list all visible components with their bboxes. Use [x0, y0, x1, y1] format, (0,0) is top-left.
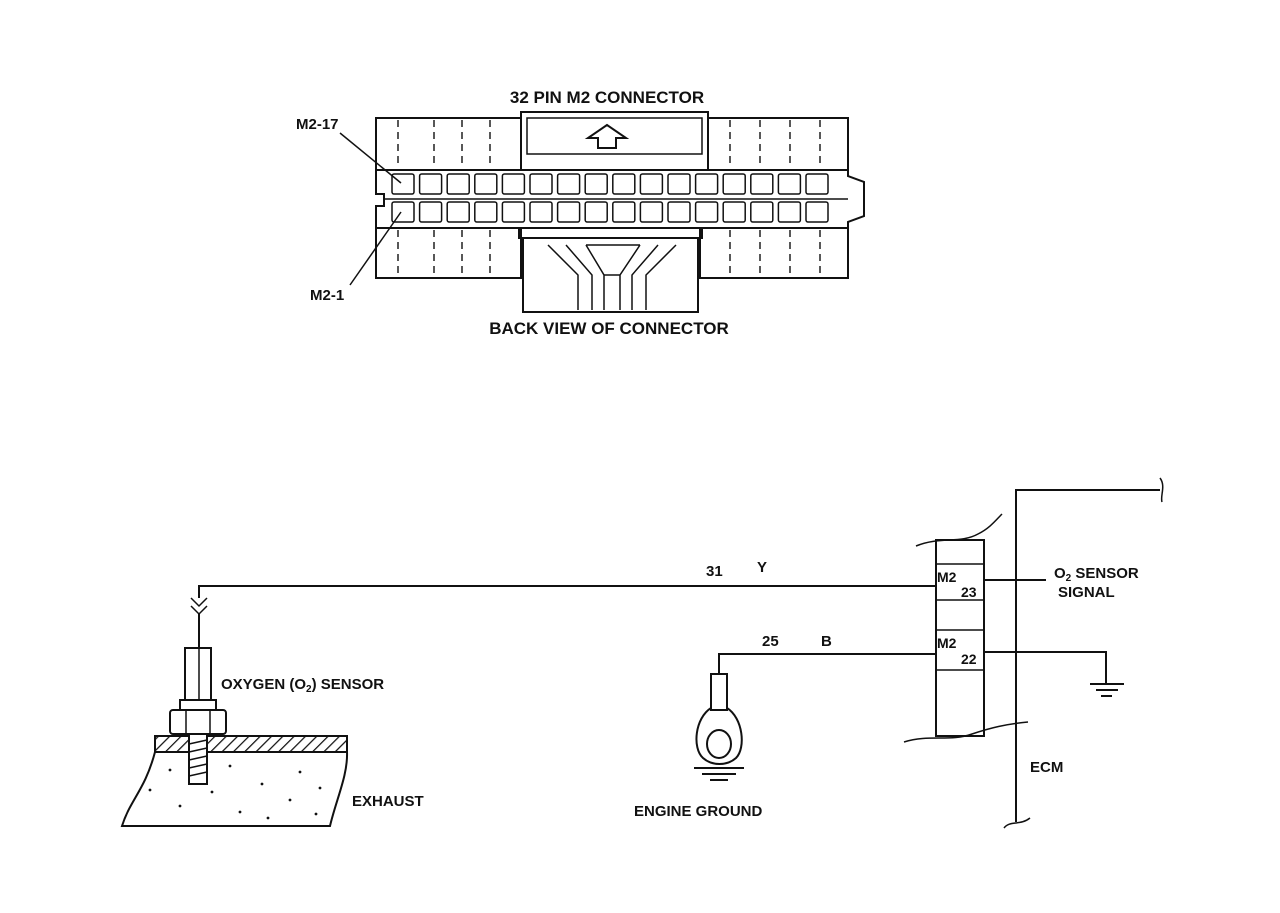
pin-cavity: [639, 173, 664, 195]
wire-boot: [522, 237, 699, 313]
m2-connector: 32 PIN M2 CONNECTOR M2-17 M2-1 BACK VIEW…: [296, 88, 865, 338]
signal-wire: [198, 585, 936, 598]
pin-cavity: [584, 173, 608, 195]
exhaust-pipe: [120, 735, 349, 827]
pin-cavity: [805, 201, 829, 223]
ground-wire-color: B: [821, 633, 832, 650]
pin-cavity: [722, 201, 746, 223]
wire-guides: [547, 244, 677, 310]
up-arrow-icon: [584, 123, 630, 149]
pin-cavity: [667, 173, 691, 195]
pin-cavity: [805, 173, 829, 195]
pin-cavity: [750, 173, 774, 195]
ecm-label: ECM: [1030, 759, 1063, 776]
pin-cavity: [418, 201, 443, 223]
pin-cavity: [474, 173, 498, 195]
pin-cavity: [391, 173, 415, 195]
lower-right-housing: [699, 227, 849, 279]
ecm-boundary: [1015, 489, 1160, 822]
ground-wire: [718, 653, 936, 674]
ecm-break-bottom: [1003, 817, 1031, 829]
pin-1-leader: [349, 211, 402, 286]
pin-cavity: [584, 201, 608, 223]
pigtail-connector-icon: [190, 597, 208, 616]
pin-cavity: [418, 173, 443, 195]
boot-collar: [518, 227, 703, 239]
pin-cavity: [694, 173, 719, 195]
pin-cavity: [501, 201, 526, 223]
ecm-connector-block: [903, 513, 1029, 743]
pin-cavity: [446, 173, 470, 195]
pin-cavity: [777, 201, 802, 223]
connector-caption: BACK VIEW OF CONNECTOR: [489, 319, 729, 338]
lower-left-housing: [375, 227, 522, 279]
pin-cavity: [750, 201, 774, 223]
ground-pin-connector: M2: [937, 635, 957, 651]
signal-label-line2: SIGNAL: [1058, 584, 1115, 601]
pin-cavity: [556, 173, 581, 195]
pin-cavity: [474, 201, 498, 223]
sensor-label: OXYGEN (O2) SENSOR: [221, 676, 384, 695]
pin-cavity: [529, 173, 553, 195]
o2-sensor-circuit: 31 Y OXYGEN (O2) SENSOR EXHAUST 25 B: [120, 477, 1164, 829]
pin-cavity: [529, 201, 553, 223]
pin-cavity: [556, 201, 581, 223]
pin-cavity: [612, 201, 636, 223]
latch-top: [520, 111, 709, 171]
exhaust-label: EXHAUST: [352, 793, 424, 810]
upper-right-housing: [707, 117, 849, 171]
pin-cavity: [667, 201, 691, 223]
ecm-ground-icon: [1090, 683, 1124, 697]
housing-detail-lines: [397, 120, 821, 276]
connector-title: 32 PIN M2 CONNECTOR: [510, 88, 704, 107]
oxygen-sensor-icon: [169, 647, 227, 785]
pin-cavity: [391, 201, 415, 223]
pin-1-label: M2-1: [310, 287, 344, 304]
pin-cavities: [391, 173, 829, 223]
signal-label-line1: O2 SENSOR: [1054, 565, 1139, 584]
ground-pin-number: 22: [961, 651, 977, 667]
signal-pin-number: 23: [961, 584, 977, 600]
pin-cavity: [612, 173, 636, 195]
ground-internal-line: [984, 651, 1107, 684]
ground-label: ENGINE GROUND: [634, 803, 763, 820]
latch-top-inner: [526, 117, 703, 155]
pin-cavity: [694, 201, 719, 223]
ecm-break-top: [1159, 477, 1164, 503]
signal-wire-circuit: 31: [706, 563, 723, 580]
ring-terminal-ground-icon: [694, 673, 744, 781]
signal-pin-connector: M2: [937, 569, 957, 585]
pin-cavity: [722, 173, 746, 195]
pin-cavity: [501, 173, 526, 195]
pin-17-label: M2-17: [296, 116, 339, 133]
pin-cavity: [777, 173, 802, 195]
pin-17-leader: [339, 132, 402, 184]
pin-cavity: [446, 201, 470, 223]
pin-cavity: [639, 201, 664, 223]
ground-wire-circuit: 25: [762, 633, 779, 650]
signal-wire-color: Y: [757, 559, 767, 576]
